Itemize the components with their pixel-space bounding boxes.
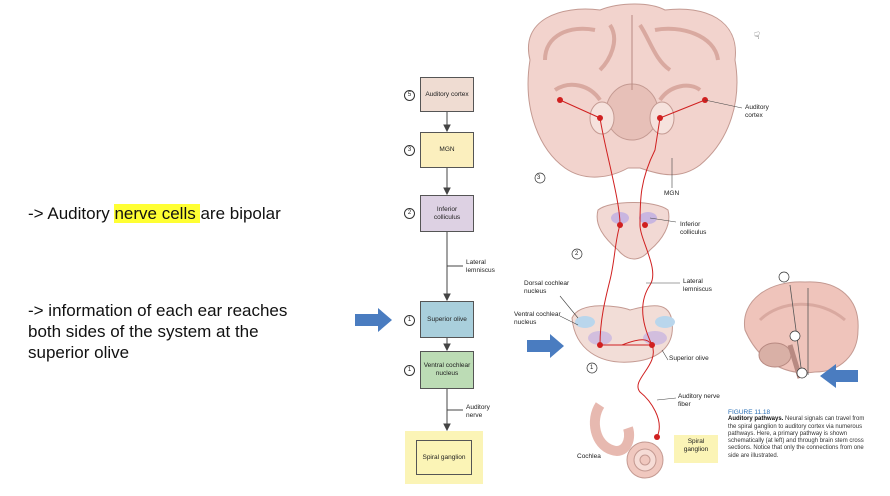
- figure-caption: FIGURE 11.18 Auditory pathways. Neural s…: [728, 409, 868, 460]
- label-inferior-colliculus: Inferior colliculus: [680, 221, 707, 236]
- section-num-1: 1: [590, 365, 594, 371]
- num-circle-mgn: 3: [404, 145, 415, 156]
- section-num-2: 2: [575, 251, 579, 257]
- cursor-icon: ☟: [754, 31, 760, 42]
- label-spiral-ganglion: Spiral ganglion: [674, 435, 718, 463]
- section-num-3: 3: [537, 175, 541, 181]
- auditory-pathway-lines: [559, 99, 706, 438]
- bullet2-line3: superior olive: [28, 343, 130, 362]
- figure-number: FIGURE 11.18: [728, 409, 771, 416]
- brain-coronal-section: [527, 3, 738, 184]
- caption-title: Auditory pathways.: [728, 416, 784, 423]
- highlighted-term: nerve cells: [114, 204, 201, 223]
- bullet-superior-olive: -> information of each ear reaches both …: [28, 300, 287, 363]
- arrow-to-sagittal-brain: [820, 364, 858, 388]
- box-auditory-cortex: Auditory cortex: [420, 77, 474, 112]
- blue-arrows: [355, 308, 858, 388]
- label-auditory-nerve-fiber: Auditory nerve fiber: [678, 393, 720, 408]
- bullet1-suffix: are bipolar: [200, 204, 281, 223]
- label-ventral-cochlear: Ventral cochlear nucleus: [514, 311, 561, 326]
- arrow-to-superior-olive: [355, 308, 392, 332]
- schematic-connectors: [443, 112, 463, 432]
- pathway-nodes: [557, 97, 708, 348]
- label-cochlea: Cochlea: [577, 453, 601, 460]
- num-circle-so: 1: [404, 315, 415, 326]
- num-circle-cortex: 5: [404, 90, 415, 101]
- label-lateral-lemniscus: Lateral lemniscus: [466, 259, 495, 274]
- label-superior-olive: Superior olive: [669, 355, 709, 362]
- num-circle-vcn: 1: [404, 365, 415, 376]
- label-mgn: MGN: [664, 190, 680, 197]
- bullet-bipolar: -> Auditory nerve cells are bipolar: [28, 203, 281, 224]
- bullet2-line1: -> information of each ear reaches: [28, 301, 288, 320]
- box-mgn: MGN: [420, 132, 474, 168]
- inferior-colliculus-section: [571, 202, 670, 260]
- bullet1-prefix: -> Auditory: [28, 204, 115, 223]
- num-circle-ic: 2: [404, 208, 415, 219]
- brainstem-section: [571, 305, 675, 374]
- sagittal-brain: [743, 271, 859, 379]
- box-ventral-cochlear: Ventral cochlear nucleus: [420, 351, 474, 389]
- box-spiral-ganglion: Spiral ganglion: [405, 431, 483, 484]
- box-superior-olive: Superior olive: [420, 301, 474, 338]
- cochlea-illustration: [589, 402, 664, 479]
- arrow-to-ventral-cochlear: [527, 334, 564, 358]
- leader-lines: [559, 99, 743, 401]
- label-dorsal-cochlear: Dorsal cochlear nucleus: [524, 280, 570, 295]
- caption-body: Neural signals can travel from the spira…: [728, 416, 865, 459]
- label-auditory-nerve: Auditory nerve: [466, 404, 490, 419]
- bullet2-line2: both sides of the system at the: [28, 322, 259, 341]
- label-auditory-cortex: Auditory cortex: [745, 104, 769, 119]
- box-inferior-colliculus: Inferior colliculus: [420, 195, 474, 232]
- label-lateral-lemniscus-anat: Lateral lemniscus: [683, 278, 712, 293]
